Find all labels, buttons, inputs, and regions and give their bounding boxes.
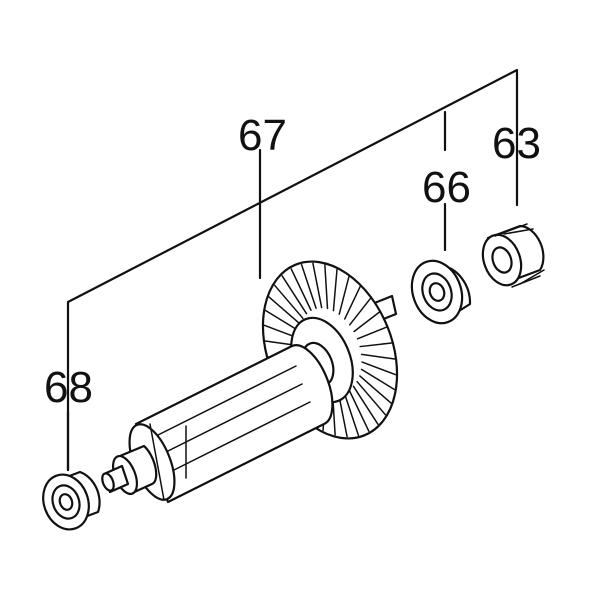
fan-blade: [312, 262, 323, 309]
fan-blade: [264, 309, 300, 332]
main-bracket-line: [66, 68, 519, 472]
leader-lines: [66, 68, 519, 472]
rear-bearing-part: [410, 259, 472, 325]
fan-blade: [281, 275, 308, 315]
fan-blade: [338, 276, 350, 315]
front-bearing-part: [42, 470, 101, 531]
label-66: 66: [422, 163, 471, 212]
fan-blade: [356, 326, 388, 340]
fan-blade: [353, 311, 380, 333]
fan-blade: [356, 380, 387, 416]
label-63: 63: [492, 119, 541, 168]
fan-blade: [359, 342, 393, 348]
fan-blade: [344, 285, 361, 320]
armature-part: [101, 260, 399, 504]
fan-blade: [349, 297, 372, 326]
fan-blade: [352, 385, 379, 425]
armature-shaft-front: [101, 444, 158, 496]
fan-blade: [360, 353, 396, 360]
fan-blade: [324, 264, 329, 310]
label-68: 68: [44, 363, 93, 412]
fan-blade: [361, 361, 397, 376]
fan-blade: [360, 368, 396, 391]
fan-blade: [343, 391, 360, 437]
fan-blade: [300, 263, 317, 309]
label-67: 67: [238, 111, 287, 160]
fan-blade: [359, 375, 392, 404]
fan-blade: [273, 284, 304, 320]
fan-blade: [268, 296, 301, 325]
fan-blade: [332, 268, 338, 312]
fan-blade: [290, 268, 312, 312]
insulation-washer-part: [481, 223, 545, 288]
fan-blade: [348, 388, 370, 432]
